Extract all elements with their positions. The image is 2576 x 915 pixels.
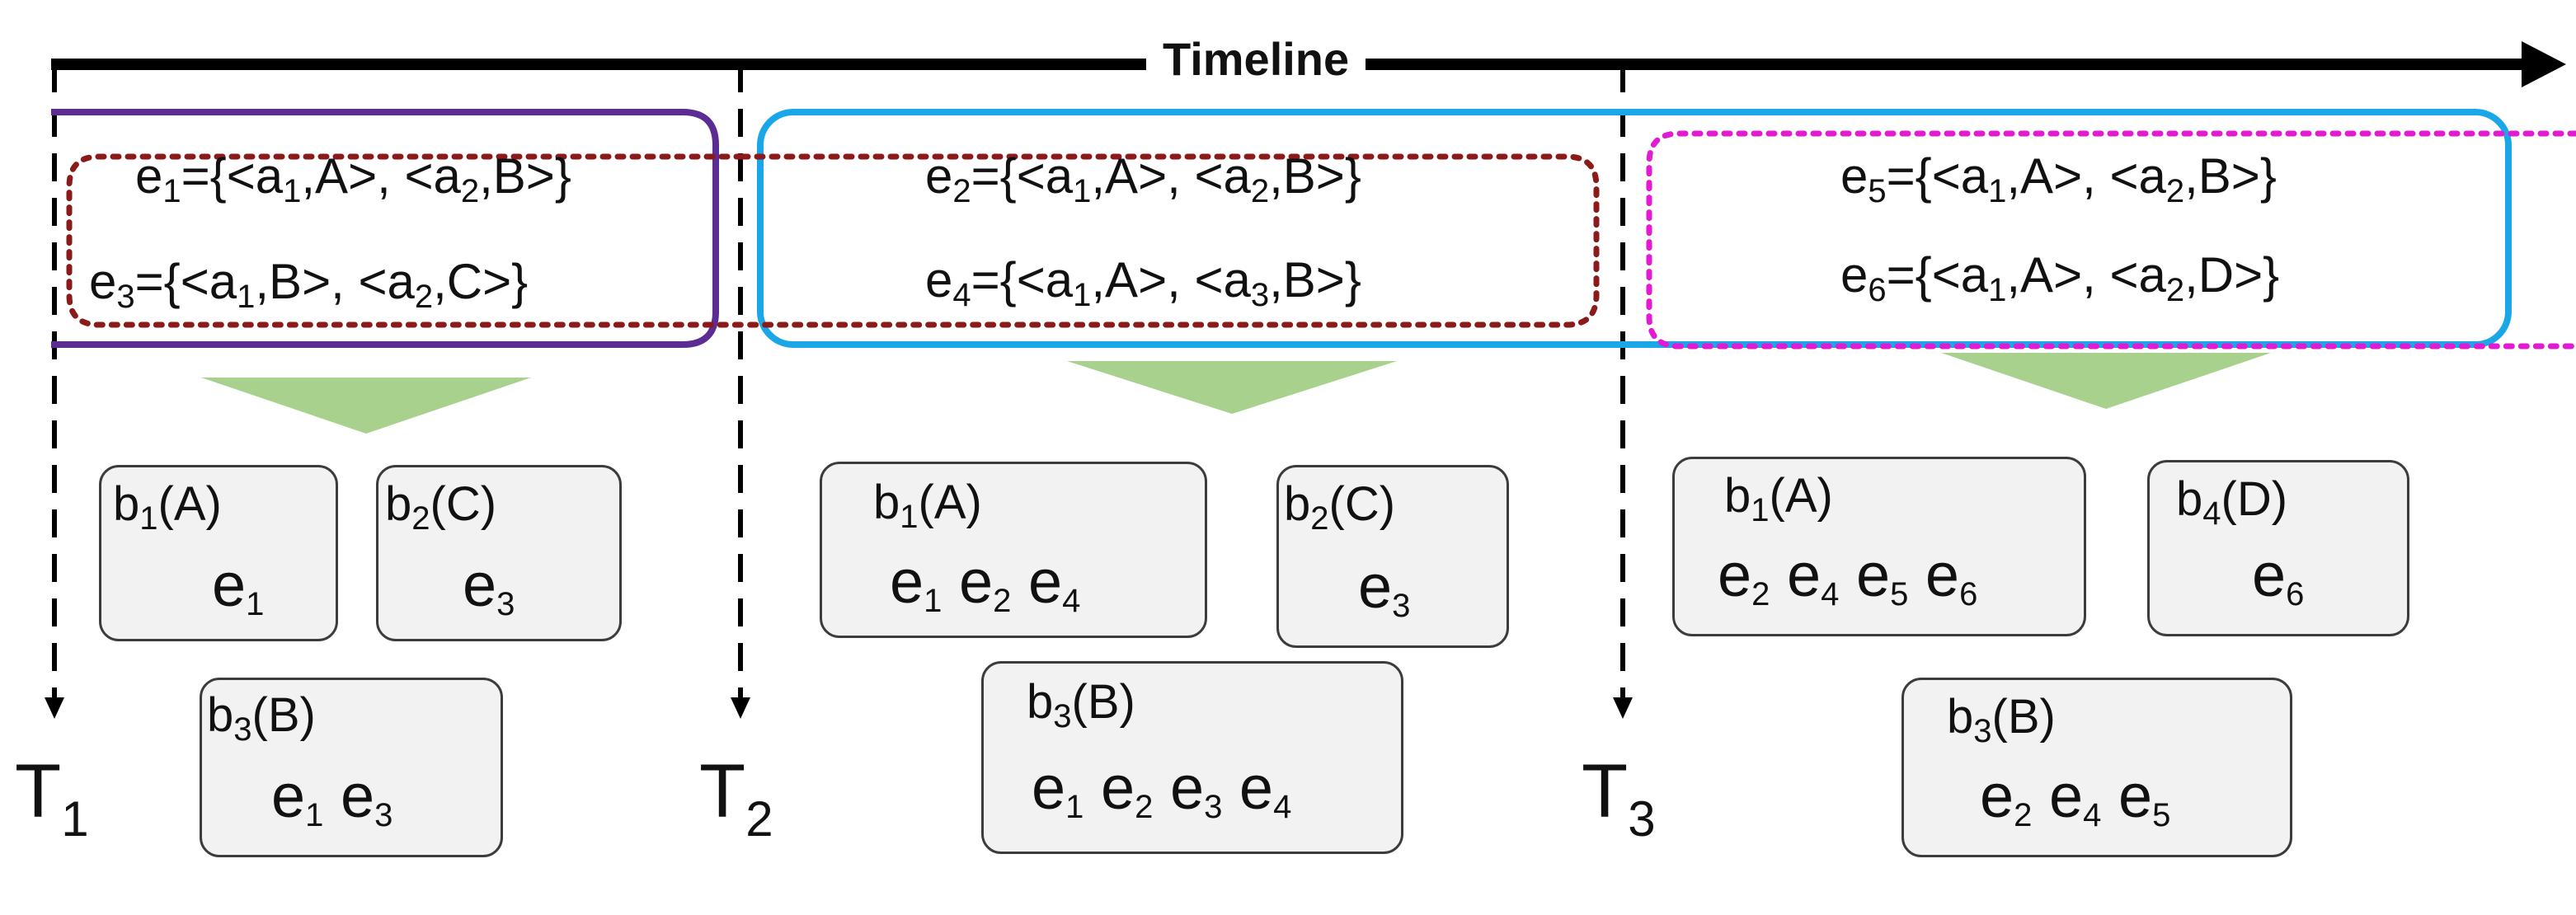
bucket-b3-t2: b3(B) e1 e2 e3 e4: [981, 661, 1403, 854]
bucket-label: b3(B): [207, 688, 316, 748]
event-line-e4: e4={<a1,A>, <a3,B>}: [925, 252, 1361, 314]
bucket-events: e3: [463, 551, 515, 623]
bucket-events: e1 e3: [271, 762, 393, 834]
bucket-events: e2 e4 e5: [1980, 762, 2171, 834]
time-label-t2: T2: [699, 749, 773, 847]
events-group-dotted-3: [1646, 130, 2576, 350]
bucket-label: b3(B): [1947, 690, 2056, 750]
green-arrow-3: [1941, 353, 2271, 409]
bucket-b1-t1: b1(A) e1: [99, 465, 338, 641]
event-line-e1: e1={<a1,A>, <a2,B>}: [135, 148, 571, 210]
bucket-b3-t1: b3(B) e1 e3: [200, 678, 503, 857]
timeline-arrowhead: [2522, 41, 2566, 87]
t3-arrowhead: [1613, 697, 1633, 719]
green-arrow-2: [1067, 361, 1397, 414]
timeline-label: Timeline: [1146, 36, 1366, 82]
window1-frame: [51, 109, 719, 348]
bucket-events: e1 e2 e4: [890, 547, 1081, 620]
bucket-events: e1 e2 e3 e4: [1032, 753, 1292, 826]
time-label-t1: T1: [15, 749, 89, 847]
event-line-e5: e5={<a1,A>, <a2,B>}: [1840, 148, 2277, 210]
bucket-label: b1(A): [113, 477, 222, 537]
bucket-b2-t2: b2(C) e3: [1276, 465, 1509, 648]
bucket-events: e3: [1358, 552, 1411, 625]
bucket-b3-t3: b3(B) e2 e4 e5: [1901, 678, 2292, 857]
bucket-b1-t3: b1(A) e2 e4 e5 e6: [1672, 457, 2086, 636]
event-line-e2: e2={<a1,A>, <a2,B>}: [925, 148, 1361, 210]
events-group-dotted-2: [739, 153, 1600, 328]
bucket-events: e2 e4 e5 e6: [1718, 541, 1978, 613]
time-label-t3: T3: [1582, 749, 1656, 847]
bucket-b1-t2: b1(A) e1 e2 e4: [820, 462, 1207, 638]
t1-arrowhead: [45, 697, 64, 719]
events-group-dotted-1: [66, 153, 745, 328]
bucket-label: b2(C): [1284, 477, 1396, 537]
bucket-label: b2(C): [385, 477, 497, 537]
bucket-events: e1: [212, 551, 265, 623]
bucket-label: b1(A): [1724, 469, 1833, 529]
bucket-b4-t3: b4(D) e6: [2147, 460, 2409, 636]
event-line-e3: e3={<a1,B>, <a2,C>}: [89, 254, 529, 316]
event-line-e6: e6={<a1,A>, <a2,D>}: [1840, 247, 2280, 309]
bucket-events: e6: [2252, 541, 2305, 613]
bucket-label: b3(B): [1027, 675, 1135, 735]
t2-arrowhead: [731, 697, 750, 719]
window2-frame: [757, 109, 2512, 348]
bucket-b2-t1: b2(C) e3: [376, 465, 622, 641]
bucket-label: b1(A): [873, 476, 982, 536]
bucket-label: b4(D): [2176, 472, 2288, 533]
green-arrow-1: [201, 378, 531, 434]
